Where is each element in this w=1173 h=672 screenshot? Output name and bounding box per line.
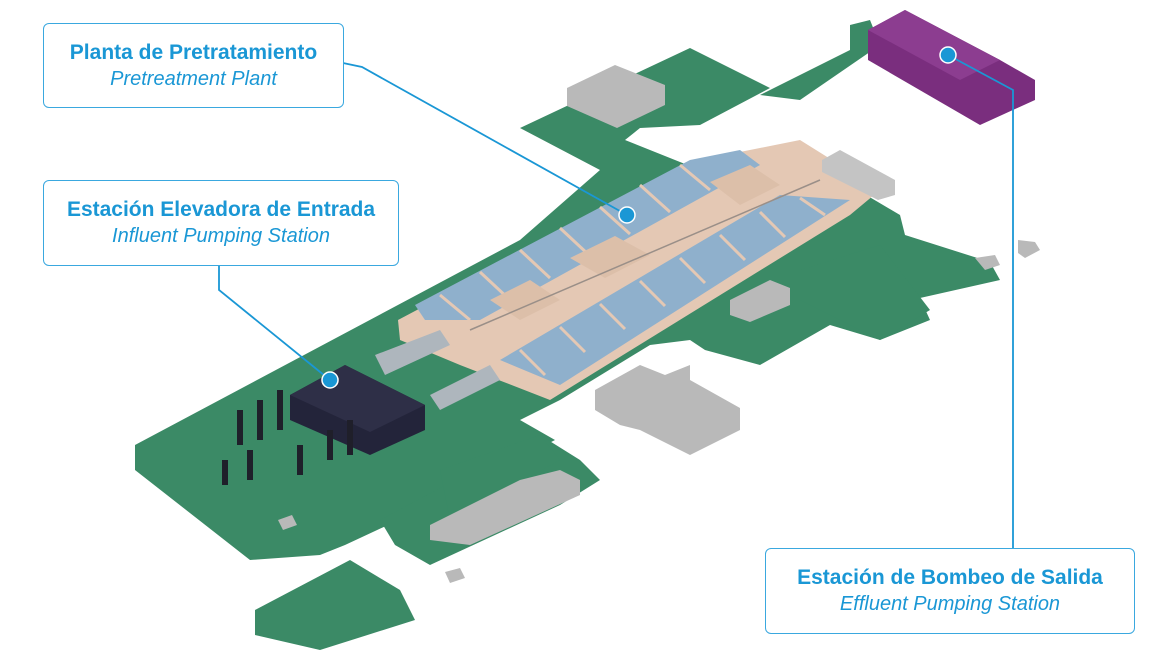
effluent-pumping-station bbox=[868, 10, 1035, 125]
support-buildings bbox=[278, 65, 1040, 583]
label-english: Effluent Pumping Station bbox=[839, 593, 1061, 615]
label-spanish: Planta de Pretratamiento bbox=[69, 40, 318, 64]
influent-marker-dot bbox=[321, 371, 339, 389]
influent-channels bbox=[375, 330, 500, 410]
label-english: Pretreatment Plant bbox=[110, 67, 277, 90]
pretreatment-marker-dot bbox=[618, 206, 636, 224]
pretreatment-tanks bbox=[415, 150, 850, 385]
pretreatment-buildings bbox=[490, 165, 780, 320]
pretreatment-plant bbox=[398, 140, 880, 400]
callout-markers bbox=[321, 46, 957, 389]
label-english: Influent Pumping Station bbox=[112, 225, 330, 247]
callout-influent-pumping-station: Estación Elevadora de Entrada Influent P… bbox=[43, 180, 399, 266]
callout-lines bbox=[218, 54, 1014, 548]
influent-frame bbox=[222, 390, 353, 485]
effluent-marker-dot bbox=[939, 46, 957, 64]
callout-pretreatment-plant: Planta de Pretratamiento Pretreatment Pl… bbox=[43, 23, 344, 108]
callout-effluent-pumping-station: Estación de Bombeo de Salida Effluent Pu… bbox=[765, 548, 1135, 634]
label-spanish: Estación de Bombeo de Salida bbox=[797, 566, 1103, 589]
label-spanish: Estación Elevadora de Entrada bbox=[66, 198, 376, 221]
